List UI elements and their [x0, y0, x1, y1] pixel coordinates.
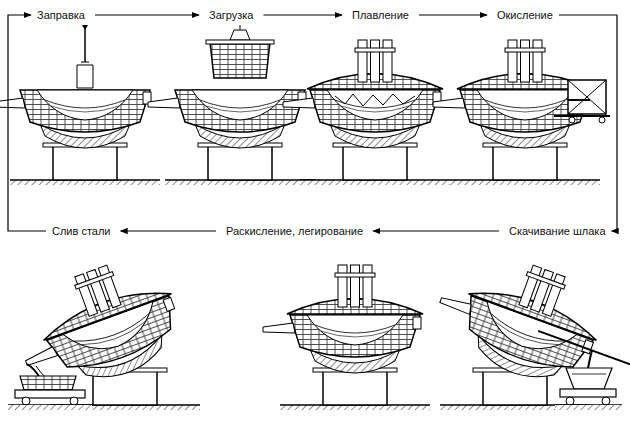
- ladle-car: [8, 364, 92, 410]
- flow-arrow: [121, 230, 216, 231]
- step-name: Загрузка: [209, 8, 253, 22]
- step-label: Слив стали: [48, 222, 115, 240]
- step-name: Окисление: [497, 8, 553, 22]
- step-label: Окисление: [493, 6, 557, 24]
- step-name: Раскисление, легирование: [226, 224, 363, 238]
- step-label: Раскисление, легирование: [222, 222, 367, 240]
- flow-arrow: [419, 14, 487, 15]
- step-label: Плавление: [348, 6, 413, 24]
- flow-arrow: [95, 14, 199, 15]
- flow-arrow: [263, 14, 342, 15]
- step-name: Заправка: [37, 8, 85, 22]
- step-name: Плавление: [352, 8, 409, 22]
- flow-arrow: [8, 15, 46, 231]
- step-name: Скачивание шлака: [509, 224, 606, 238]
- step-label: Заправка: [33, 6, 89, 24]
- step-name: Слив стали: [52, 224, 111, 238]
- oxygen-machine: [554, 80, 610, 123]
- step-label: Скачивание шлака: [505, 222, 610, 240]
- flow-arrow: [559, 15, 617, 231]
- step-label: Загрузка: [205, 6, 257, 24]
- flow-arrow: [373, 230, 499, 231]
- slag-car: [555, 350, 622, 410]
